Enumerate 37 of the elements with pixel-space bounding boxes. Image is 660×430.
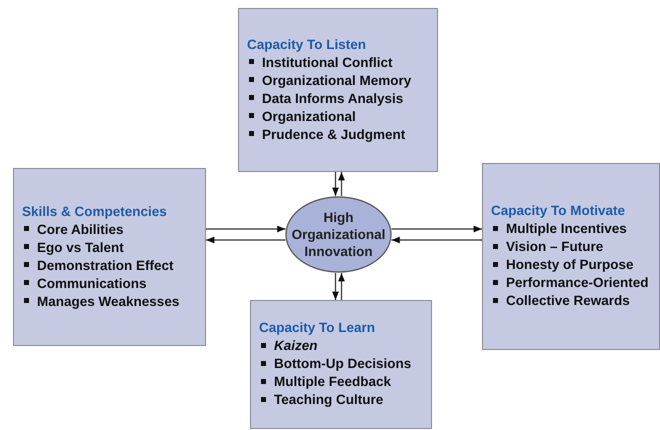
arrow: [391, 236, 482, 244]
arrow: [332, 172, 339, 196]
bullet-item: Organizational Memory: [247, 72, 437, 90]
arrow: [332, 272, 339, 300]
bullet-item: Multiple Feedback: [259, 373, 431, 391]
bullet-item: Organizational: [247, 108, 437, 126]
arrow: [338, 172, 345, 196]
box-heading: Capacity To Listen: [247, 36, 368, 52]
category-box: [13, 168, 206, 346]
bullet-item: Bottom-Up Decisions: [259, 355, 431, 373]
box-heading: Capacity To Learn: [259, 320, 376, 335]
bullet-item: Ego vs Talent: [22, 238, 205, 256]
arrow: [206, 226, 286, 232]
category-box: [250, 300, 432, 429]
bullet-item: Teaching Culture: [259, 391, 431, 409]
box-heading: Skills & Competencies: [22, 204, 168, 218]
category-box: [238, 8, 438, 172]
bullet-item: Demonstration Effect: [22, 256, 205, 274]
box-heading: Capacity To Motivate: [491, 203, 626, 218]
arrow: [391, 226, 482, 232]
bullet-item: Performance-Oriented: [491, 274, 659, 292]
bullet-item: Vision – Future: [491, 238, 659, 256]
bullet-item: Prudence & Judgment: [247, 126, 437, 144]
bullet-item: Core Abilities: [22, 220, 205, 238]
bullet-item: Institutional Conflict: [247, 54, 437, 72]
ellipse-node: [285, 196, 392, 273]
arrow: [206, 236, 286, 244]
bullet-item: Collective Rewards: [491, 292, 659, 310]
bullet-item: Multiple Incentives: [491, 220, 659, 238]
bullet-item: Manages Weaknesses: [22, 292, 205, 310]
bullet-item: Data Informs Analysis: [247, 90, 437, 108]
bullet-item: Honesty of Purpose: [491, 256, 659, 274]
bullet-item: Communications: [22, 274, 205, 292]
bullet-item: Kaizen: [259, 337, 431, 355]
arrow: [338, 272, 345, 300]
node-label: High Organizational Innovation: [290, 209, 386, 260]
category-box: [482, 163, 660, 350]
